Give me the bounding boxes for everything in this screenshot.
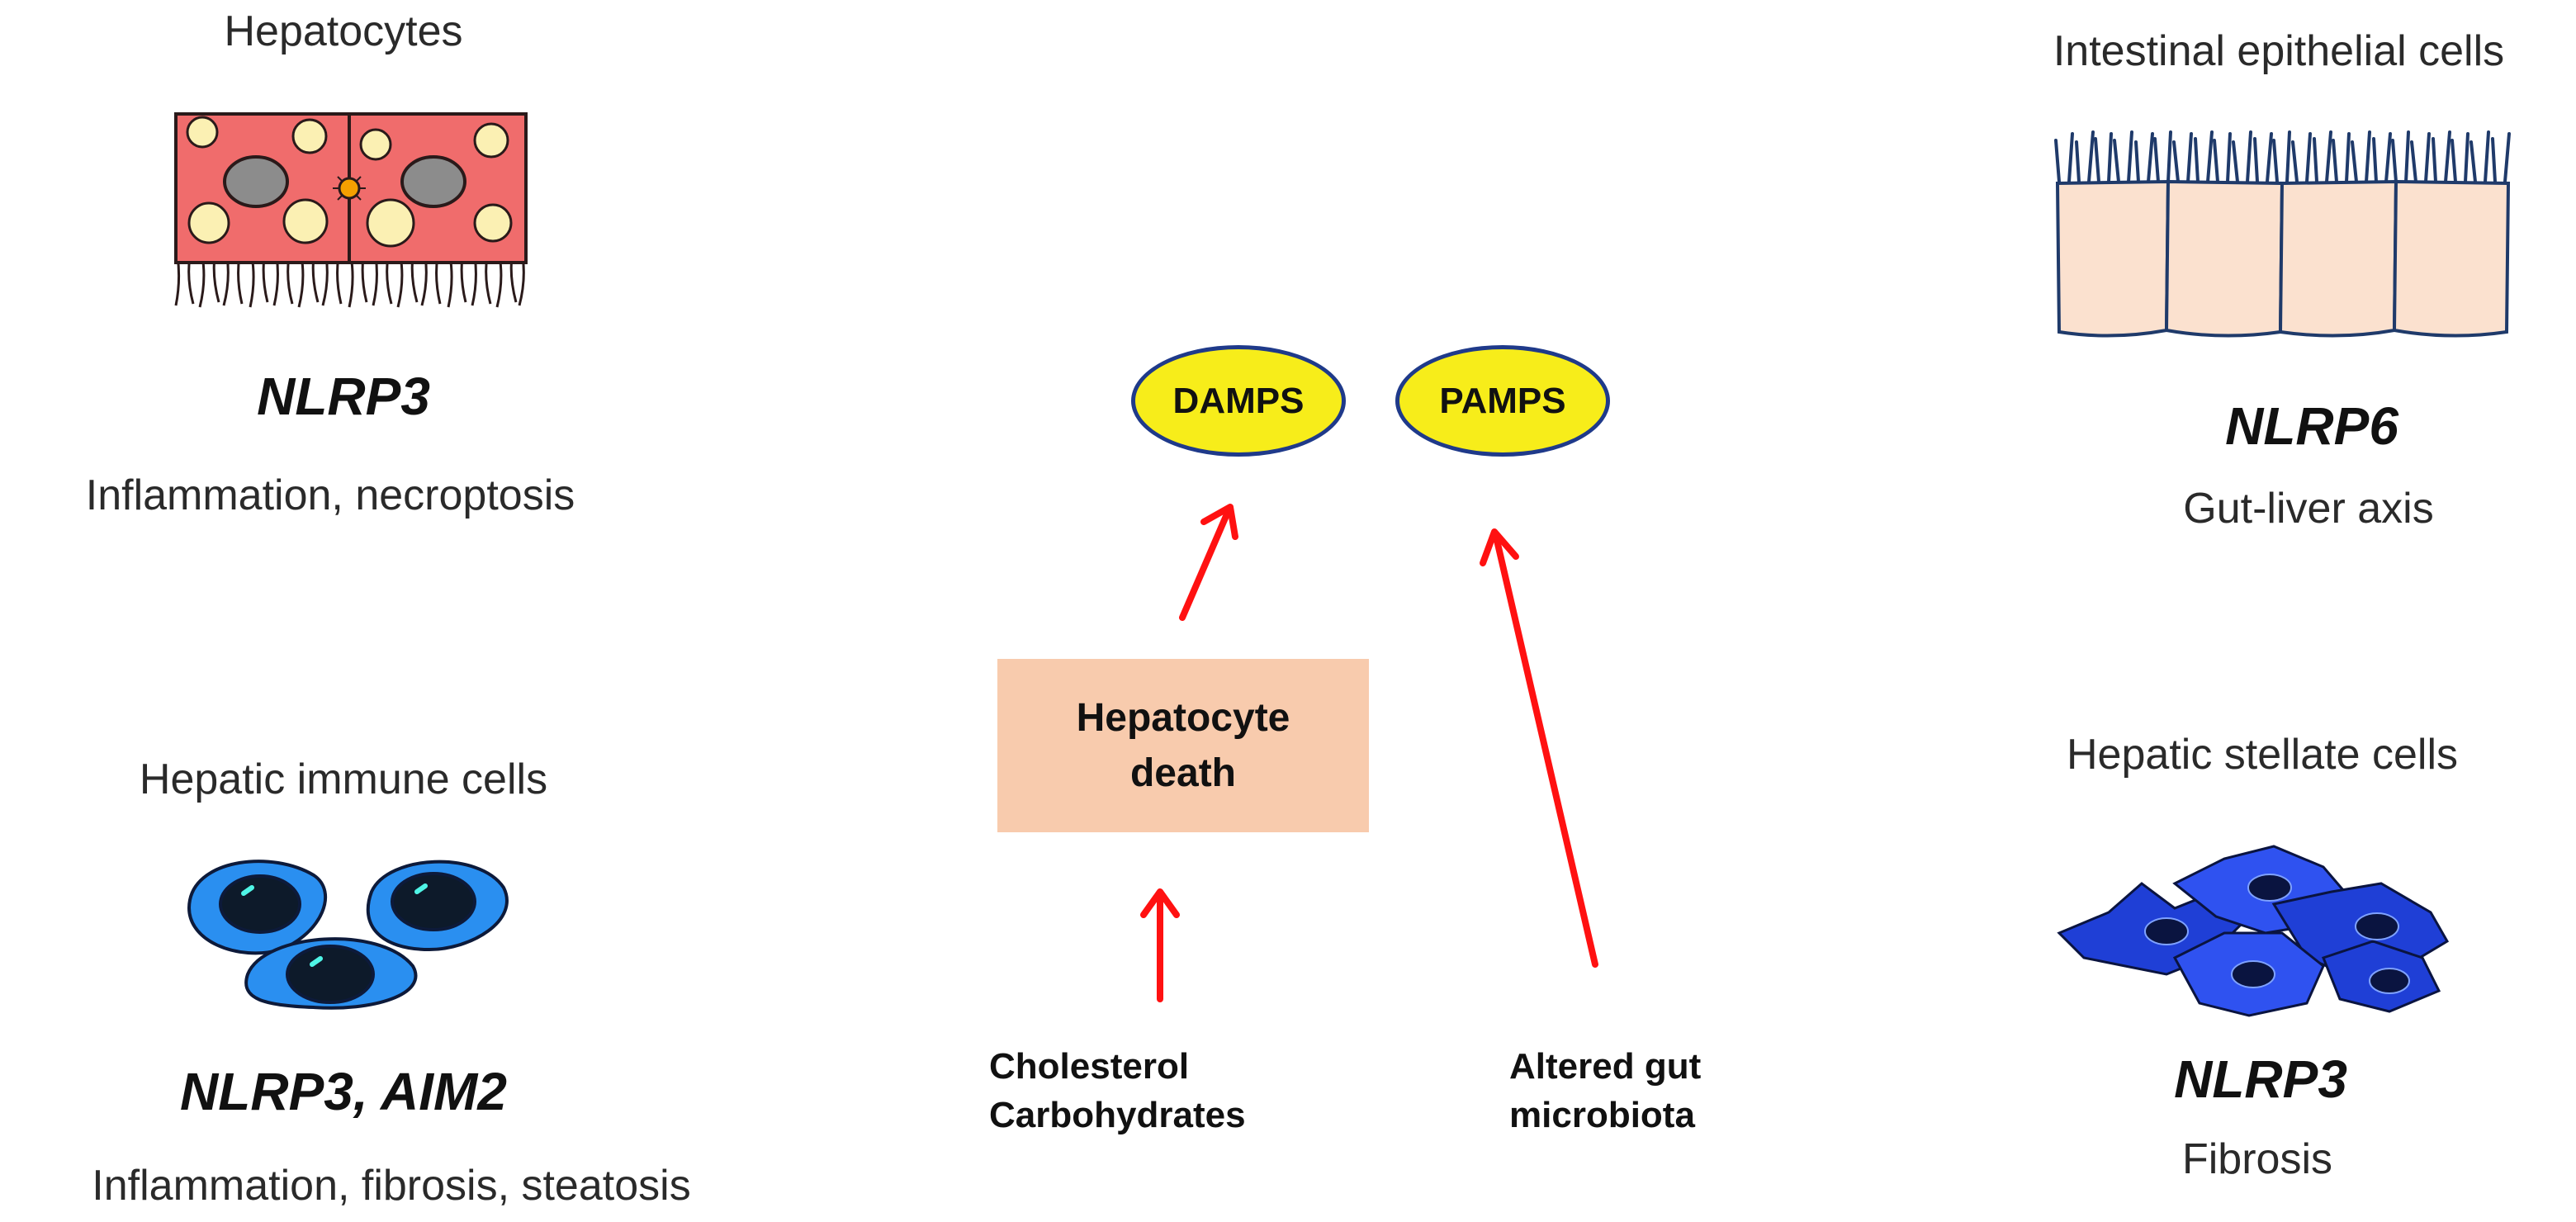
hepatocytes-gene: NLRP3 <box>257 367 430 426</box>
diet-inputs-label: Cholesterol Carbohydrates <box>989 1042 1246 1140</box>
stellate-gene: NLRP3 <box>2174 1049 2347 1109</box>
pamps-oval: PAMPS <box>1395 345 1610 457</box>
altered-gut-label: Altered gut <box>1509 1046 1702 1087</box>
microbiota-inputs-label: Altered gut microbiota <box>1509 1042 1701 1140</box>
hepatocyte-death-box: Hepatocyte death <box>997 659 1369 832</box>
immune-gene: NLRP3, AIM2 <box>180 1062 507 1121</box>
microbiota-label: microbiota <box>1509 1095 1695 1136</box>
immune-title: Hepatic immune cells <box>139 755 548 803</box>
intestinal-title: Intestinal epithelial cells <box>2053 27 2505 75</box>
intestinal-description: Gut-liver axis <box>2183 485 2434 533</box>
stellate-title: Hepatic stellate cells <box>2067 731 2458 779</box>
immune-description: Inflammation, fibrosis, steatosis <box>92 1162 691 1210</box>
stellate-description: Fibrosis <box>2181 1135 2333 1183</box>
intestinal-gene: NLRP6 <box>2225 396 2398 456</box>
hepatocyte-cells-icon <box>174 112 528 308</box>
hepatocyte-death-line-2: death <box>1129 751 1236 795</box>
arrow-microbiota-to-pamps <box>1480 528 1598 968</box>
stellate-cells-icon <box>2057 845 2450 1017</box>
carbohydrates-label: Carbohydrates <box>989 1095 1246 1136</box>
immune-cells-icon <box>187 860 509 1010</box>
hepatocytes-title: Hepatocytes <box>224 7 463 55</box>
cholesterol-label: Cholesterol <box>989 1046 1190 1087</box>
hepatocytes-description: Inflammation, necroptosis <box>85 471 575 519</box>
arrow-death-to-damps <box>1179 504 1238 621</box>
hepatocyte-death-line-1: Hepatocyte <box>1076 695 1290 740</box>
intestinal-epithelium-icon <box>2054 130 2511 338</box>
arrow-diet-to-death <box>1140 888 1180 1002</box>
damps-oval: DAMPS <box>1131 345 1346 457</box>
